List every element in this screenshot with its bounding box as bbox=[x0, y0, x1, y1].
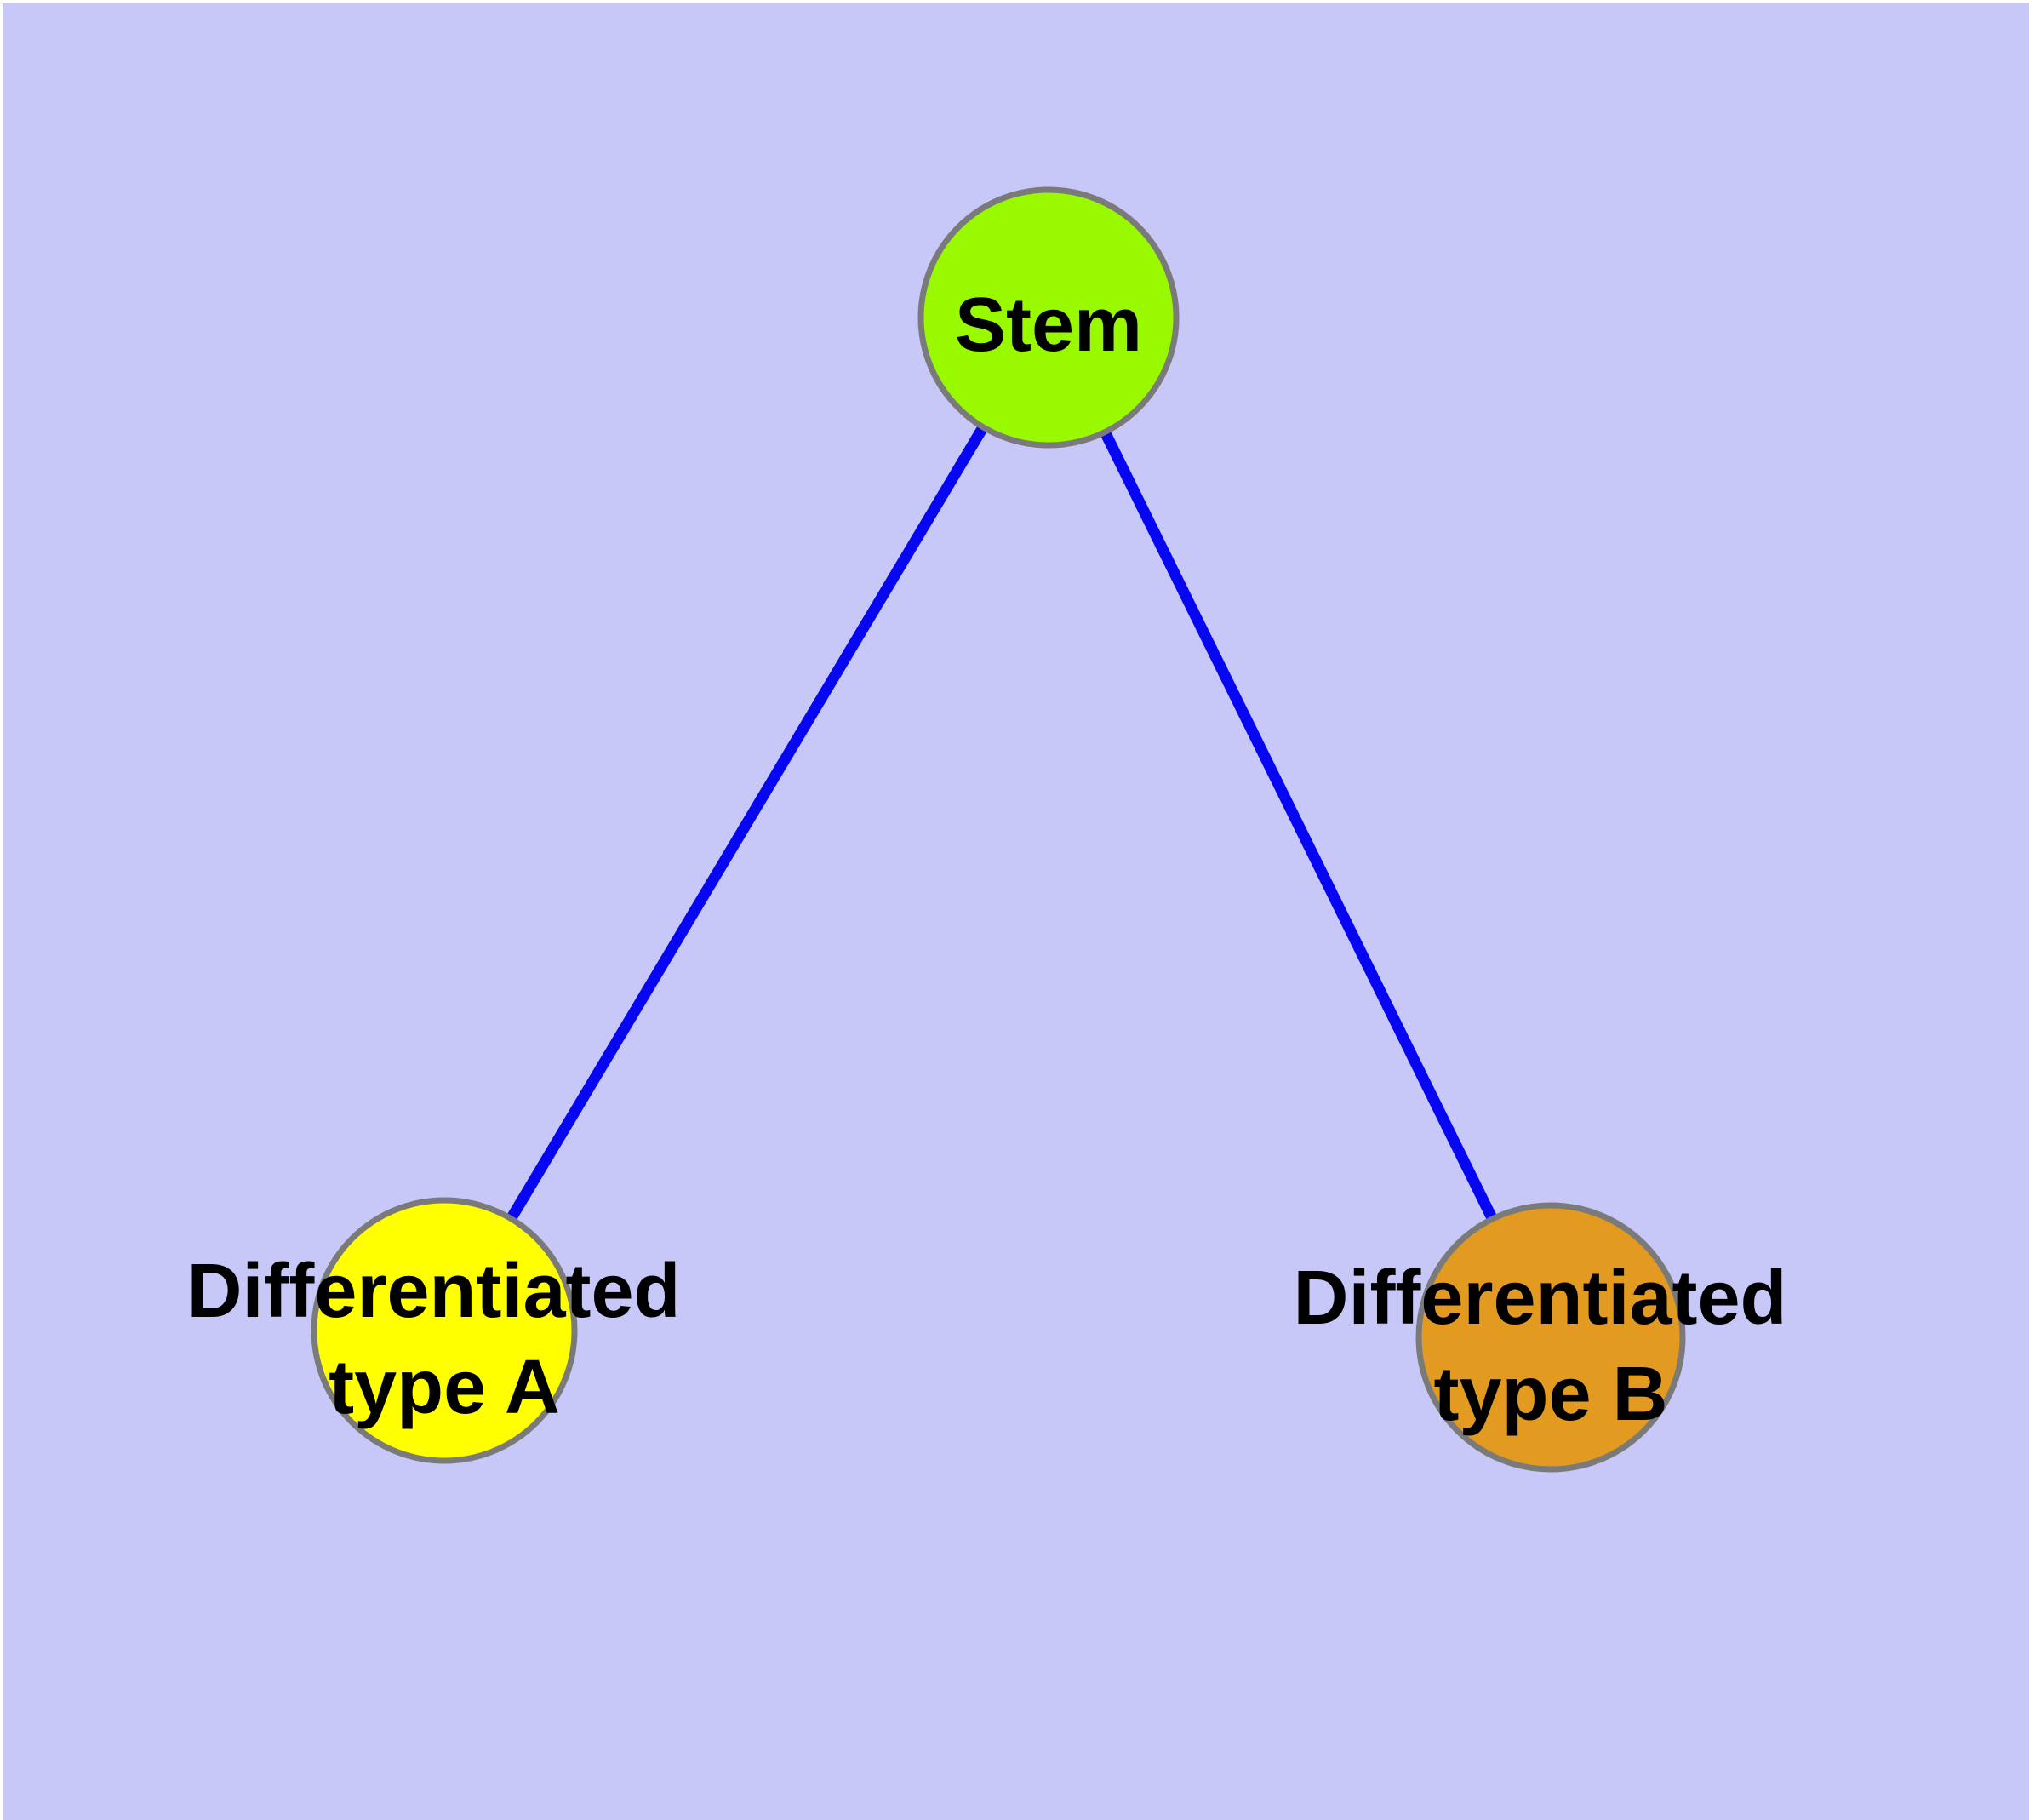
node-type-a-label-line2: type A bbox=[329, 1345, 560, 1430]
node-type-b-label-line2: type B bbox=[1433, 1352, 1667, 1437]
node-stem-label: Stem bbox=[955, 283, 1142, 368]
edge-stem-to-type-a bbox=[439, 314, 1054, 1334]
edge-stem-to-type-b bbox=[1043, 315, 1556, 1340]
node-differentiated-type-b bbox=[1415, 1202, 1686, 1473]
node-type-a-label-line1: Differentiated bbox=[186, 1249, 680, 1334]
node-differentiated-type-a bbox=[311, 1197, 578, 1464]
node-type-b-label: Differentiated type B bbox=[1293, 1256, 1808, 1437]
node-type-a-label: Differentiated type A bbox=[186, 1249, 701, 1430]
node-type-b-label-line1: Differentiated bbox=[1293, 1256, 1786, 1341]
node-stem bbox=[917, 186, 1180, 449]
